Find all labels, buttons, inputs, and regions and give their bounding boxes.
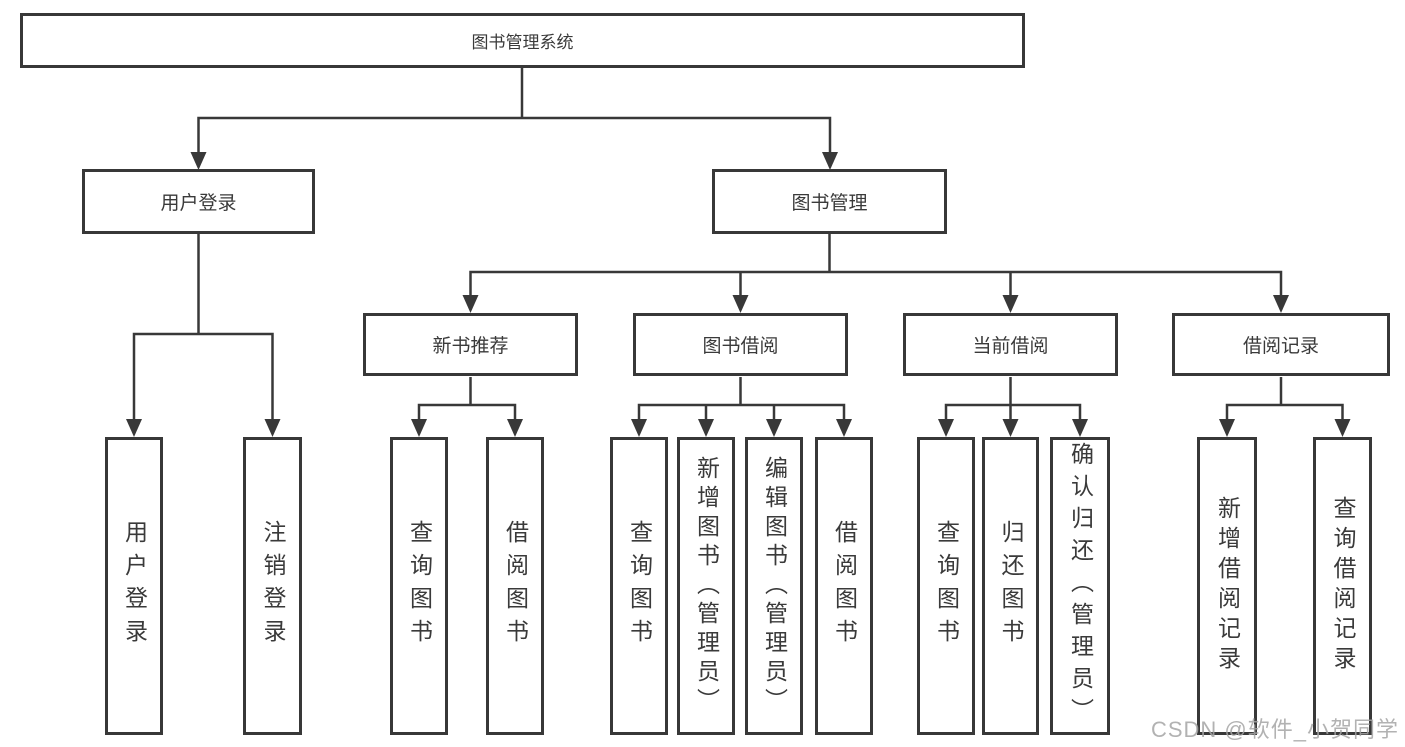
arrowhead — [264, 419, 281, 437]
arrowhead — [766, 419, 782, 437]
node-label: 图书管理 — [791, 193, 868, 214]
arrowhead — [126, 419, 142, 437]
node-label: 查询图书 — [933, 520, 960, 652]
node-borrowing-records: 借阅记录 — [1172, 313, 1390, 376]
node-library-management-system: 图书管理系统 — [20, 13, 1025, 68]
connector-root-to-level2 — [190, 68, 838, 170]
node-label: 查询图书 — [406, 520, 433, 652]
node-query-borrow-record: 查询借阅记录 — [1313, 437, 1372, 735]
arrowhead — [1334, 419, 1351, 437]
arrowhead — [1072, 419, 1088, 437]
arrowhead — [732, 295, 749, 313]
node-label: 图书借阅 — [702, 336, 779, 357]
arrowhead — [411, 419, 427, 437]
node-add-book-admin: 新增图书（管理员） — [677, 437, 735, 735]
node-label: 新增借阅记录 — [1214, 496, 1241, 676]
node-query-books-current: 查询图书 — [917, 437, 975, 735]
arrowhead — [836, 419, 852, 437]
arrowhead — [507, 419, 523, 437]
node-label: 编辑图书（管理员） — [761, 455, 788, 717]
node-label: 图书管理系统 — [471, 33, 574, 52]
connector-login-branch — [126, 234, 281, 437]
node-query-books-borrow: 查询图书 — [610, 437, 668, 735]
arrowhead — [190, 152, 207, 170]
node-user-login: 用户登录 — [105, 437, 163, 735]
node-label: 用户登录 — [160, 193, 237, 214]
node-label: 借阅图书 — [502, 520, 529, 652]
node-edit-book-admin: 编辑图书（管理员） — [745, 437, 803, 735]
node-label: 归还图书 — [998, 520, 1024, 652]
arrowhead — [822, 152, 838, 170]
arrowhead — [938, 419, 954, 437]
node-label: 查询借阅记录 — [1330, 496, 1356, 676]
node-label: 确认归还（管理员） — [1067, 442, 1094, 730]
arrowhead — [698, 419, 714, 437]
node-query-books-recommend: 查询图书 — [390, 437, 448, 735]
node-borrow-books: 借阅图书 — [815, 437, 873, 735]
node-return-books: 归还图书 — [982, 437, 1039, 735]
node-book-borrowing: 图书借阅 — [633, 313, 848, 376]
node-label: 新增图书（管理员） — [693, 455, 720, 717]
node-label: 用户登录 — [121, 520, 148, 652]
node-borrow-books-recommend: 借阅图书 — [486, 437, 544, 735]
node-label: 借阅图书 — [831, 520, 858, 652]
arrowhead — [631, 419, 647, 437]
node-book-management-group: 图书管理 — [712, 169, 947, 234]
connector-borrow-branch — [631, 377, 852, 437]
arrowhead — [1273, 295, 1289, 313]
node-label: 注销登录 — [260, 520, 286, 652]
node-new-book-recommend: 新书推荐 — [363, 313, 578, 376]
arrowhead — [462, 295, 479, 313]
node-label: 查询图书 — [626, 520, 653, 652]
node-label: 当前借阅 — [972, 336, 1049, 357]
connector-management-branch — [462, 234, 1289, 313]
node-label: 新书推荐 — [432, 336, 509, 357]
arrowhead — [1002, 295, 1019, 313]
node-label: 借阅记录 — [1242, 336, 1319, 357]
connector-records-branch — [1219, 377, 1351, 437]
arrowhead — [1219, 419, 1235, 437]
node-logout: 注销登录 — [243, 437, 302, 735]
connector-recommend-branch — [411, 377, 523, 437]
watermark-csdn: CSDN @软件_小贺同学 — [1150, 717, 1399, 742]
arrowhead — [1002, 419, 1019, 437]
node-confirm-return-admin: 确认归还（管理员） — [1050, 437, 1110, 735]
node-user-login-group: 用户登录 — [82, 169, 315, 234]
connector-current-branch — [938, 377, 1088, 437]
node-add-borrow-record: 新增借阅记录 — [1197, 437, 1257, 735]
node-current-borrowing: 当前借阅 — [903, 313, 1118, 376]
